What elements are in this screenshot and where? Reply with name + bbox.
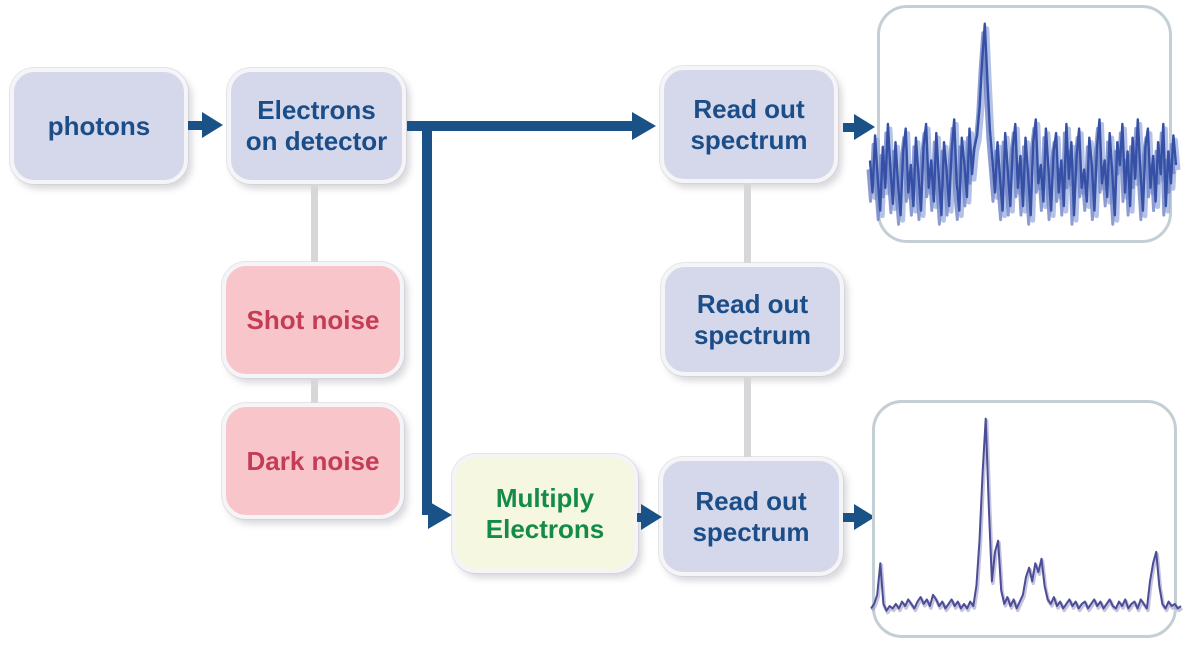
connector-readout-top-middle: [744, 183, 751, 263]
node-shot-noise: Shot noise: [222, 262, 404, 378]
arrow-readout-to-noisy-panel-shaft: [843, 123, 856, 132]
arrow-readout-to-clean-panel-shaft: [843, 513, 856, 522]
node-readout-spectrum-bottom: Read out spectrum: [659, 457, 843, 576]
arrow-readout-to-clean-panel-head: [854, 504, 875, 530]
connector-readout-middle-bottom: [744, 376, 751, 457]
noisy-spectrum-plot: [866, 10, 1181, 238]
arrow-photons-to-electrons-shaft: [188, 121, 203, 130]
node-multiply-label-line2: Electrons: [485, 513, 605, 544]
node-readout-bottom-label-line1: Read out: [695, 485, 807, 516]
clean-spectrum-plot: [870, 405, 1184, 631]
arrow-multiply-to-readout-head: [641, 504, 662, 530]
arrow-electrons-to-multiply-shaft: [422, 121, 432, 515]
node-readout-top-label-line1: Read out: [693, 93, 805, 124]
spectrum-panel-clean: [870, 400, 1184, 638]
node-readout-top-label-line2: spectrum: [690, 124, 808, 155]
connector-shotnoise-darknoise: [311, 378, 318, 403]
arrow-electrons-to-readout-shaft: [407, 121, 634, 131]
node-readout-spectrum-middle: Read out spectrum: [661, 263, 844, 376]
node-readout-mid-label-line1: Read out: [696, 288, 809, 319]
node-photons: photons: [10, 68, 188, 184]
node-shot-noise-label: Shot noise: [246, 304, 380, 335]
arrow-readout-to-noisy-panel-head: [854, 114, 875, 140]
node-electrons-label-line1: Electrons: [257, 95, 376, 125]
node-multiply-label-line1: Multiply: [495, 482, 595, 513]
node-multiply-electrons: Multiply Electrons: [452, 454, 638, 573]
node-readout-bottom-label-line2: spectrum: [692, 516, 810, 547]
node-dark-noise: Dark noise: [222, 403, 404, 519]
node-readout-spectrum-top: Read out spectrum: [660, 66, 838, 183]
arrow-electrons-to-readout-head: [632, 112, 656, 140]
connector-electrons-shotnoise: [311, 184, 318, 262]
node-electrons-label-line2: on detector: [245, 126, 388, 156]
node-photons-label: photons: [47, 110, 151, 141]
node-readout-mid-label-line2: spectrum: [693, 319, 812, 350]
node-dark-noise-label: Dark noise: [246, 445, 380, 476]
spectrum-panel-noisy: [866, 5, 1181, 243]
node-electrons-on-detector: Electrons on detector: [227, 68, 406, 184]
arrow-electrons-to-multiply-head: [428, 501, 452, 529]
arrow-photons-to-electrons-head: [202, 112, 223, 138]
